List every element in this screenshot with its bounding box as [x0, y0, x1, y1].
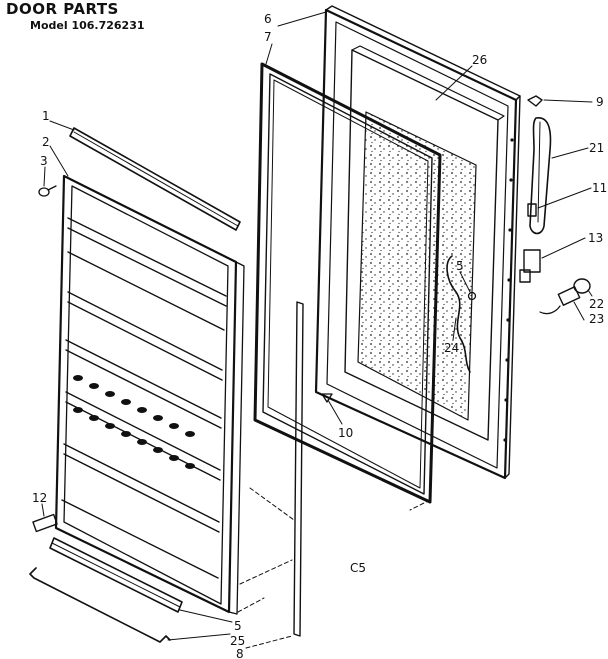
insulation-panel	[344, 45, 505, 441]
callout-11: 11	[592, 181, 607, 195]
callout-7: 7	[264, 30, 272, 44]
handle-clip	[527, 203, 537, 217]
callout-1: 1	[42, 109, 50, 123]
model-number: Model 106.726231	[30, 19, 145, 32]
lock-cylinder	[539, 278, 591, 315]
leader-lines	[41, 11, 593, 649]
lock-assembly	[519, 249, 541, 283]
callout-22: 22	[589, 297, 604, 311]
screw	[38, 185, 57, 197]
callout-8: 8	[236, 647, 244, 659]
callout-26: 26	[472, 53, 487, 67]
diagram-title: DOOR PARTS	[6, 0, 119, 18]
panel-screw	[321, 393, 333, 403]
callout-21: 21	[589, 141, 604, 155]
callout-10: 10	[338, 426, 353, 440]
handle-cap	[527, 95, 543, 107]
callout-3: 3	[40, 154, 48, 168]
panel-fastener	[467, 291, 477, 301]
bottom-trim-strip	[49, 537, 183, 613]
callout-6: 6	[264, 12, 272, 26]
top-trim-strip	[69, 127, 241, 231]
door-gasket	[253, 62, 442, 504]
callout-9: 9	[596, 95, 604, 109]
outer-door-panel	[314, 5, 521, 480]
callout-25: 25	[230, 634, 245, 648]
door-stop-wire	[29, 567, 171, 643]
callout-24: 24	[444, 341, 459, 355]
callout-2: 2	[42, 135, 50, 149]
callout-5-panel: 5	[456, 259, 464, 273]
wire-harness	[446, 255, 471, 373]
callout-5-trim: 5	[234, 619, 242, 633]
callout-12: 12	[32, 491, 47, 505]
callout-13: 13	[588, 231, 603, 245]
vertical-strip	[293, 301, 304, 637]
callout-c5: C5	[350, 561, 366, 575]
inner-door-liner	[54, 174, 245, 615]
hinge-pin	[32, 513, 58, 533]
callout-23: 23	[589, 312, 604, 326]
door-handle	[529, 117, 552, 235]
